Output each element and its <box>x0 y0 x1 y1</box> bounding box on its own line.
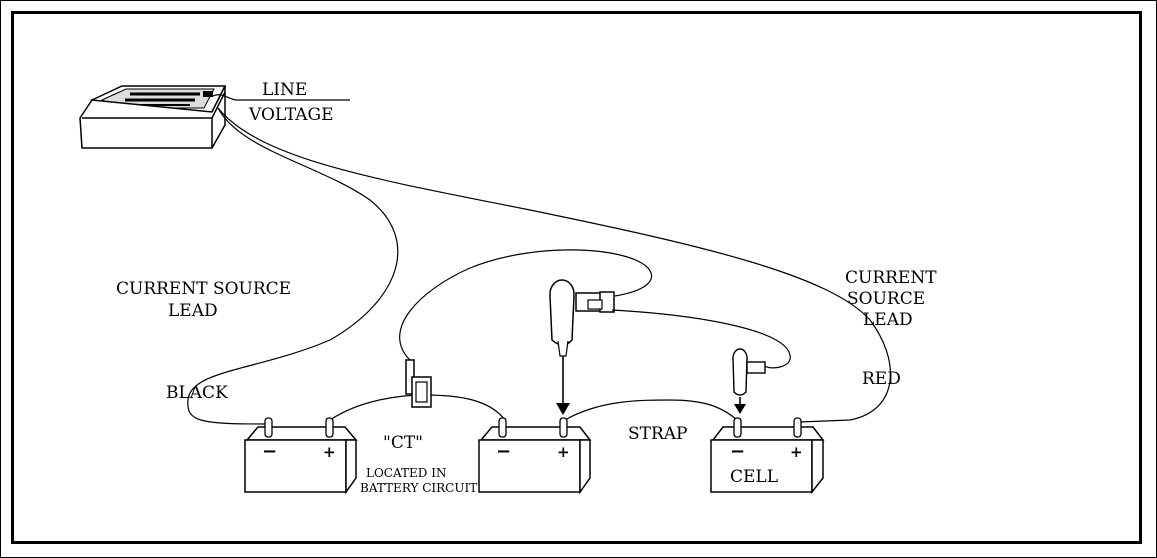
label-current-source-right-2: SOURCE <box>847 289 925 309</box>
label-ct: "CT" <box>383 433 423 453</box>
label-line: LINE <box>262 80 307 100</box>
label-current-source-right-1: CURRENT <box>845 268 937 288</box>
red-lead-wire <box>217 107 892 423</box>
voltage-probe-small <box>732 348 766 414</box>
label-current-source-right-3: LEAD <box>863 310 913 330</box>
voltage-probe-large <box>549 279 615 415</box>
battery-2-plus: + <box>557 443 570 461</box>
battery-3-plus: + <box>790 443 803 461</box>
label-current-source-left-2: LEAD <box>168 301 218 321</box>
test-instrument <box>79 85 227 149</box>
battery-3-cell <box>710 417 825 495</box>
ct-clamp <box>405 359 432 408</box>
label-current-source-left-1: CURRENT SOURCE <box>116 279 291 299</box>
label-strap: STRAP <box>628 424 688 444</box>
inner-frame <box>11 11 1142 544</box>
battery-2 <box>478 417 592 495</box>
ct-lead-wire <box>399 249 653 361</box>
label-cell: CELL <box>730 467 778 487</box>
label-black: BLACK <box>166 383 228 403</box>
battery-3-minus: − <box>730 441 745 462</box>
line-voltage-cord <box>212 94 350 101</box>
label-located-in: LOCATED IN <box>366 466 446 480</box>
battery-1 <box>244 417 358 495</box>
black-lead-wire <box>187 107 399 425</box>
label-battery-circuit: BATTERY CIRCUIT <box>360 481 477 495</box>
battery-1-plus: + <box>323 443 336 461</box>
label-red: RED <box>862 369 901 389</box>
battery-1-minus: − <box>262 441 277 462</box>
label-voltage: VOLTAGE <box>248 105 334 125</box>
probe-lead-wire <box>611 309 791 369</box>
battery-2-minus: − <box>496 441 511 462</box>
strap-2-3 <box>564 399 738 421</box>
